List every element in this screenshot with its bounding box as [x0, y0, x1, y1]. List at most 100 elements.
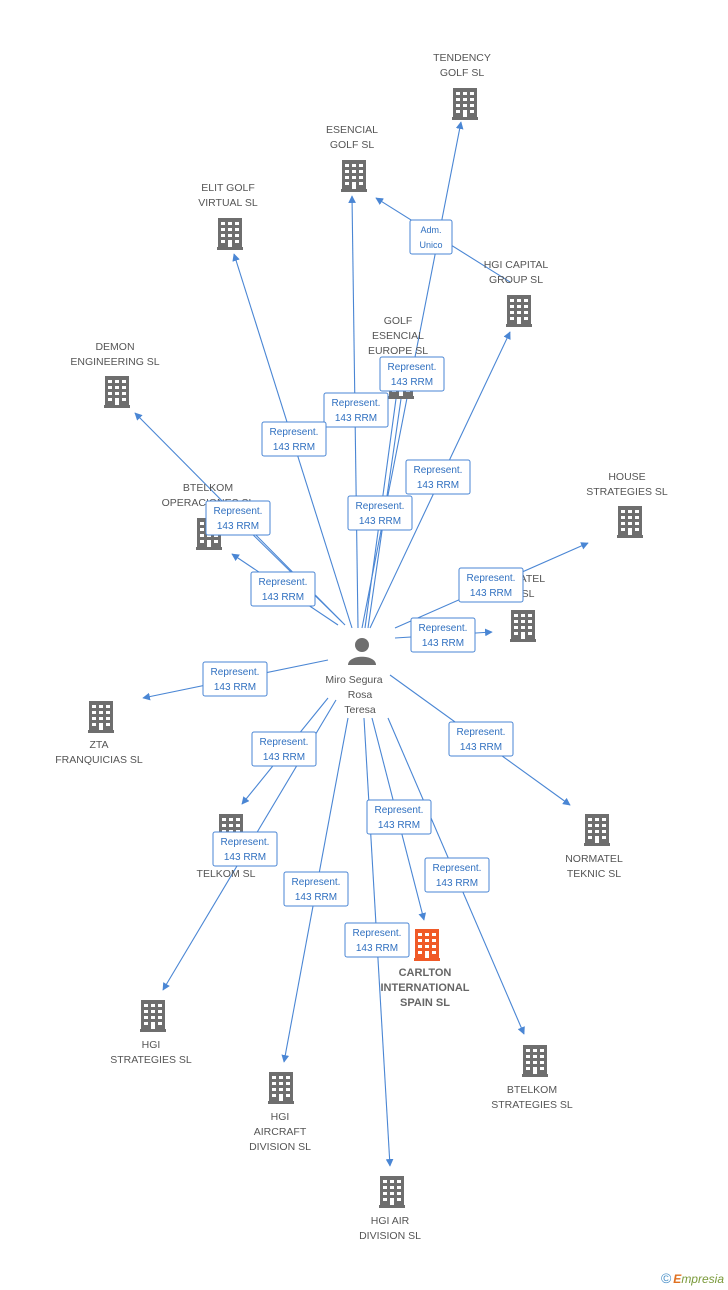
company-label-line: ESENCIAL [326, 124, 378, 136]
building-icon [452, 88, 478, 120]
relation-text-line: Represent. [433, 863, 482, 874]
relation-label-r4[interactable]: Represent.143 RRM [405, 459, 471, 495]
company-label-line: ZTA [89, 739, 108, 751]
relation-label-r16[interactable]: Represent.143 RRM [283, 871, 349, 907]
relation-text-line: 143 RRM [422, 638, 464, 649]
relation-box [344, 922, 410, 958]
relation-text-line: 143 RRM [470, 588, 512, 599]
company-label-line: GROUP SL [489, 274, 543, 286]
relation-text-line: 143 RRM [359, 516, 401, 527]
company-label-line: ENGINEERING SL [70, 356, 159, 368]
relation-label-r13[interactable]: Represent. 143 RRM [366, 799, 432, 835]
relation-text-line: Represent. [221, 837, 270, 848]
relation-box [283, 871, 349, 907]
relation-label-r7[interactable]: Represent.143 RRM [250, 571, 316, 607]
building-icon [88, 701, 114, 733]
building-icon [584, 814, 610, 846]
relation-label-r8[interactable]: Represent. 143 RRM [458, 567, 524, 603]
relation-text-line: Represent. [356, 501, 405, 512]
brand-name: mpresia [681, 1272, 724, 1286]
relation-text-line: 143 RRM [460, 742, 502, 753]
company-label-line: HGI [271, 1111, 290, 1123]
relation-text-line: 143 RRM [378, 820, 420, 831]
relation-box [212, 831, 278, 867]
building-icon [217, 218, 243, 250]
relation-label-r11[interactable]: Represent. 143 RRM [448, 721, 514, 757]
relation-text-line: Represent. [388, 362, 437, 373]
relation-text-line: Represent. [260, 737, 309, 748]
building-icon [341, 160, 367, 192]
relation-label-r10[interactable]: Represent.143 RRM [202, 661, 268, 697]
relation-text-line: Represent. [332, 398, 381, 409]
relation-text-line: 143 RRM [273, 442, 315, 453]
relation-box [409, 219, 453, 255]
relation-box [424, 857, 490, 893]
relation-text-line: Represent. [211, 667, 260, 678]
company-node-elit[interactable]: ELIT GOLF VIRTUAL SL [198, 182, 258, 250]
relation-text-line: 143 RRM [263, 752, 305, 763]
relation-text-line: Represent. [214, 506, 263, 517]
relation-label-r3[interactable]: Represent.143 RRM [261, 421, 327, 457]
building-icon [506, 295, 532, 327]
relation-box [366, 799, 432, 835]
company-label-line: ELIT GOLF [201, 182, 255, 194]
relation-text-line: Represent. [375, 805, 424, 816]
copyright-symbol: © [660, 1270, 672, 1286]
company-label-line: VIRTUAL SL [198, 197, 258, 209]
company-label-line: TENDENCY [433, 52, 491, 64]
relation-label-r9[interactable]: Represent.143 RRM [410, 617, 476, 653]
relation-text-line: 143 RRM [436, 878, 478, 889]
brand-initial: E [673, 1272, 682, 1286]
company-label-line: SPAIN SL [400, 997, 450, 1009]
relation-text-line: 143 RRM [295, 892, 337, 903]
relation-box [261, 421, 327, 457]
relation-label-r15[interactable]: Represent. 143 RRM [424, 857, 490, 893]
relation-text-line: Adm. [420, 225, 441, 235]
relation-box [323, 392, 389, 428]
company-label-line: HGI [142, 1039, 161, 1051]
company-label-line: BTELKOM [183, 482, 233, 494]
company-label-line: INTERNATIONAL [380, 982, 469, 994]
relation-box [202, 661, 268, 697]
relation-box [347, 495, 413, 531]
relation-box [410, 617, 476, 653]
relation-box [250, 571, 316, 607]
relation-label-r12[interactable]: Represent. 143 RRM [251, 731, 317, 767]
relation-text-line: 143 RRM [262, 592, 304, 603]
relation-text-line: 143 RRM [417, 480, 459, 491]
company-label-line: STRATEGIES SL [586, 486, 668, 498]
relation-label-r17[interactable]: Represent.143 RRM [344, 922, 410, 958]
footer-brand: ©Empresia [661, 1270, 724, 1286]
relation-text-line: Represent. [457, 727, 506, 738]
relation-label-r5[interactable]: Represent. 143 RRM [347, 495, 413, 531]
relation-box [405, 459, 471, 495]
person-name-line-1: Miro Segura [325, 674, 382, 686]
company-label-line: BTELKOM [507, 1084, 557, 1096]
relation-text-line: 143 RRM [356, 943, 398, 954]
relation-label-r2[interactable]: Represent.143 RRM [323, 392, 389, 428]
person-node[interactable]: Miro Segura Rosa Teresa [325, 638, 383, 716]
company-label-line: HGI AIR [371, 1215, 410, 1227]
relation-text-line: Represent. [467, 573, 516, 584]
relation-label-r1[interactable]: Represent.143 RRM [379, 356, 445, 392]
relation-box [205, 500, 271, 536]
relation-label-adm[interactable]: Adm.Unico [409, 219, 453, 255]
relation-label-r14[interactable]: Represent.143 RRM [212, 831, 278, 867]
company-label-line: FRANQUICIAS SL [55, 754, 143, 766]
relation-text-line: 143 RRM [217, 521, 259, 532]
company-node-zta[interactable]: ZTA FRANQUICIAS SL [55, 701, 143, 766]
relation-label-r6[interactable]: Represent. 143 RRM [205, 500, 271, 536]
